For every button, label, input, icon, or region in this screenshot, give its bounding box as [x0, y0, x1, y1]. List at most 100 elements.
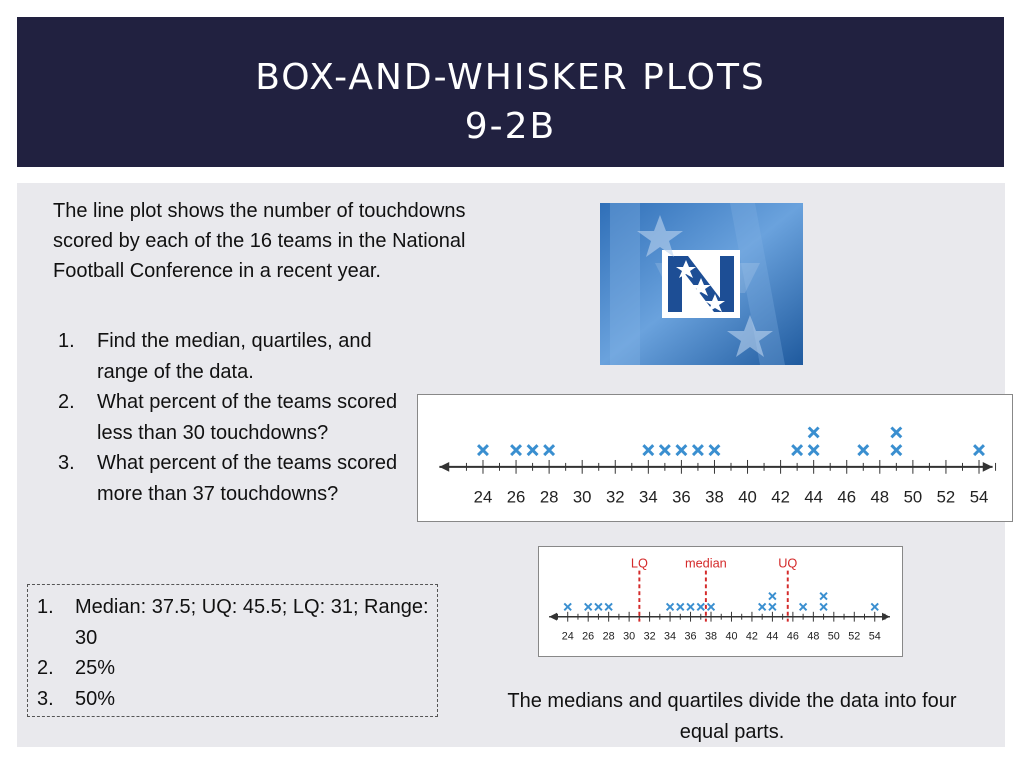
mark-stroke	[819, 591, 828, 601]
answer-item: 2.25%	[37, 653, 437, 684]
mark-stroke	[526, 444, 539, 457]
tick-label: 26	[507, 487, 526, 506]
tick-label: 34	[664, 630, 676, 642]
mark-stroke	[696, 602, 705, 612]
slide-subtitle: 9-2B	[464, 106, 557, 147]
data-x-mark	[807, 426, 820, 439]
tick-label: 42	[746, 630, 758, 642]
tick-label: 36	[685, 630, 697, 642]
mark-stroke	[706, 602, 716, 612]
data-x-mark	[642, 444, 655, 457]
data-x-mark	[691, 444, 704, 457]
mark-stroke	[686, 602, 695, 612]
data-x-mark	[594, 602, 603, 612]
tick-label: 46	[837, 487, 856, 506]
tick-label: 44	[766, 630, 778, 642]
tick-label: 44	[804, 487, 823, 506]
data-x-mark	[665, 602, 675, 612]
tick-label: 30	[623, 630, 635, 642]
answer-box	[27, 584, 438, 717]
answer-number: 2.	[37, 657, 54, 679]
tick-label: 50	[828, 630, 840, 642]
data-x-mark	[857, 444, 870, 457]
mark-stroke	[890, 444, 903, 457]
tick-label: 30	[573, 487, 592, 506]
question-number: 3.	[58, 452, 75, 474]
mark-stroke	[676, 602, 685, 612]
nfc-logo	[600, 203, 803, 365]
mark-stroke	[584, 602, 593, 612]
tick-label: 28	[603, 630, 615, 642]
tick-label: 36	[672, 487, 691, 506]
caption: The medians and quartiles divide the dat…	[507, 690, 957, 743]
mark-stroke	[857, 444, 870, 457]
data-x-mark	[563, 602, 572, 612]
tick-label: 26	[582, 630, 594, 642]
tick-label: 32	[644, 630, 656, 642]
tick-label: 48	[871, 487, 890, 506]
intro-text: The line plot shows the number of touchd…	[53, 200, 466, 282]
mark-stroke	[604, 602, 613, 612]
question-text: Find the median, quartiles, and range of…	[97, 330, 372, 383]
mark-stroke	[791, 444, 804, 457]
tick-label: 24	[474, 487, 493, 506]
tick-label: 34	[639, 487, 658, 506]
data-x-mark	[686, 602, 695, 612]
tick-label: 46	[787, 630, 799, 642]
quartile-label: UQ	[778, 556, 797, 571]
tick-label: 24	[562, 630, 574, 642]
mark-stroke	[477, 444, 489, 457]
tick-label: 40	[725, 630, 737, 642]
tick-label: 52	[937, 487, 956, 506]
question-number: 1.	[58, 330, 75, 352]
answer-text: Median: 37.5; UQ: 45.5; LQ: 31; Range: 3…	[75, 596, 429, 649]
question-text: What percent of the teams scored more th…	[97, 452, 398, 505]
answer-item: 1. Median: 37.5; UQ: 45.5; LQ: 31; Range:…	[37, 592, 437, 653]
question-text: What percent of the teams scored less th…	[97, 391, 398, 444]
mark-stroke	[658, 444, 671, 457]
answer-number: 1.	[37, 596, 54, 618]
data-x-mark	[819, 591, 828, 601]
tick-label: 50	[904, 487, 923, 506]
data-x-mark	[543, 444, 556, 457]
data-x-mark	[791, 444, 804, 457]
mark-stroke	[807, 444, 820, 457]
mark-stroke	[768, 591, 777, 601]
mark-stroke	[675, 444, 688, 457]
mark-stroke	[563, 602, 572, 612]
mark-stroke	[594, 602, 603, 612]
tick-label: 32	[606, 487, 625, 506]
data-x-mark	[706, 602, 716, 612]
data-x-mark	[807, 444, 820, 457]
axis-arrow-left	[549, 612, 557, 621]
answer-number: 3.	[37, 687, 54, 710]
data-x-mark	[477, 444, 489, 457]
axis-arrow-left	[439, 461, 450, 472]
mark-stroke	[691, 444, 704, 457]
mark-stroke	[758, 602, 767, 612]
question-item: 3. What percent of the teams scored more …	[58, 448, 403, 509]
answer-item: 3.50%	[37, 684, 437, 715]
tick-label: 54	[869, 630, 881, 642]
data-x-mark	[768, 602, 777, 612]
tick-label: 48	[807, 630, 819, 642]
question-item: 2.What percent of the teams scored less …	[58, 387, 403, 448]
axis-arrow-right	[982, 461, 993, 472]
data-x-mark	[870, 602, 879, 612]
data-x-mark	[510, 444, 523, 457]
data-x-mark	[973, 444, 985, 457]
question-list: 1. Find the median, quartiles, and range …	[58, 326, 403, 509]
quartile-label: LQ	[631, 556, 648, 571]
data-x-mark	[890, 426, 903, 439]
tick-label: 38	[705, 487, 724, 506]
data-x-mark	[758, 602, 767, 612]
mark-stroke	[807, 426, 820, 439]
tick-label: 42	[771, 487, 790, 506]
data-x-mark	[676, 602, 685, 612]
data-x-mark	[604, 602, 613, 612]
slide-title: BOX-AND-WHISKER PLOTS	[255, 57, 766, 98]
quartile-label: median	[685, 556, 727, 571]
data-x-mark	[675, 444, 688, 457]
